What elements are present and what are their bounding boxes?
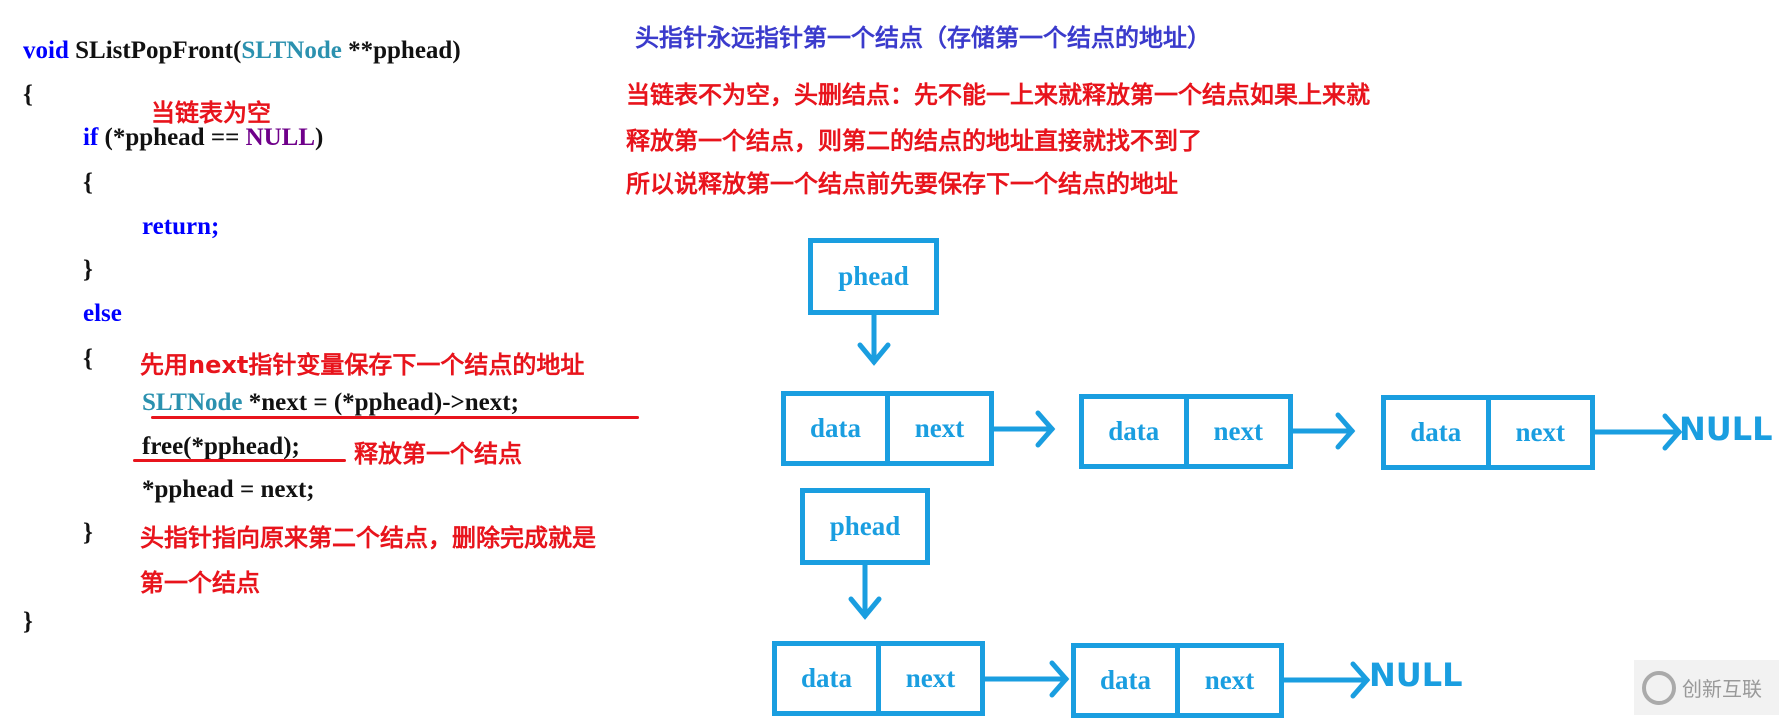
node-before-1: data next	[781, 391, 994, 466]
paren: )	[315, 124, 324, 151]
arrow-right-icon	[1592, 413, 1683, 451]
watermark-logo-icon	[1642, 670, 1676, 705]
function-name: SListPopFront(	[68, 37, 242, 64]
return-statement: return;	[142, 213, 220, 240]
phead-label: phead	[829, 511, 901, 541]
node-after-2: data next	[1071, 643, 1284, 718]
inner-open-brace: {	[83, 169, 93, 196]
close-brace: }	[23, 608, 33, 635]
node-after-1: data next	[772, 641, 985, 716]
keyword-else: else	[83, 300, 122, 327]
if-line: if (*pphead == NULL)	[83, 123, 323, 153]
keyword-void: void	[23, 37, 69, 64]
annotation-save-next: 先用next指针变量保存下一个结点的地址	[140, 351, 585, 379]
type-name: SLTNode	[142, 389, 243, 416]
arrow-right-icon	[982, 660, 1070, 698]
explanation-line-2: 释放第一个结点，则第二的结点的地址直接就找不到了	[626, 127, 1202, 155]
underline-decl	[151, 416, 639, 419]
inner-close-brace: }	[83, 256, 93, 283]
annotation-free-first: 释放第一个结点	[354, 440, 522, 468]
arrow-right-icon	[1290, 412, 1356, 450]
node-before-2: data next	[1079, 394, 1293, 469]
next-field: next	[885, 396, 989, 461]
explanation-line-3: 所以说释放第一个结点前先要保存下一个结点的地址	[626, 170, 1178, 198]
data-field: data	[809, 413, 861, 443]
decl-rest: *next = (*pphead)->next;	[242, 389, 519, 416]
else-close-brace: }	[83, 519, 93, 546]
data-field: data	[1410, 417, 1462, 447]
next-field: next	[1175, 648, 1279, 713]
type-name: SLTNode	[241, 37, 342, 64]
explanation-line-1: 当链表不为空，头删结点：先不能一上来就释放第一个结点如果上来就	[626, 81, 1370, 109]
title: 头指针永远指针第一个结点（存储第一个结点的地址）	[635, 24, 1211, 52]
phead-label: phead	[838, 261, 909, 291]
free-statement: free(*pphead);	[142, 433, 300, 460]
assign-statement: *pphead = next;	[142, 476, 315, 503]
if-condition: (*pphead ==	[98, 124, 246, 151]
arrow-right-icon	[1281, 661, 1371, 699]
null-label-after: NULL	[1369, 656, 1463, 694]
next-field: next	[1183, 399, 1289, 464]
phead-box-before: phead	[808, 238, 939, 315]
arrow-down-icon	[848, 562, 882, 620]
next-field: next	[1485, 400, 1591, 465]
arrow-right-icon	[991, 410, 1056, 448]
param: **pphead)	[341, 37, 461, 64]
function-signature: void SListPopFront(SLTNode **pphead)	[23, 36, 461, 66]
watermark: 创新互联	[1634, 660, 1779, 715]
open-brace: {	[23, 81, 33, 108]
annotation-empty-list: 当链表为空	[151, 99, 271, 127]
annotation-head-move-2: 第一个结点	[140, 569, 260, 597]
data-field: data	[1099, 665, 1151, 695]
keyword-if: if	[83, 124, 99, 151]
node-before-3: data next	[1381, 395, 1595, 470]
underline-free	[133, 459, 346, 462]
decl-line: SLTNode *next = (*pphead)->next;	[142, 388, 519, 418]
else-open-brace: {	[83, 345, 93, 372]
arrow-down-icon	[857, 312, 891, 366]
null-macro: NULL	[245, 124, 316, 151]
null-label-before: NULL	[1679, 410, 1773, 448]
next-field: next	[876, 646, 980, 711]
watermark-text: 创新互联	[1682, 677, 1762, 701]
data-field: data	[1108, 416, 1160, 446]
annotation-head-move-1: 头指针指向原来第二个结点，删除完成就是	[140, 524, 596, 552]
data-field: data	[800, 663, 852, 693]
